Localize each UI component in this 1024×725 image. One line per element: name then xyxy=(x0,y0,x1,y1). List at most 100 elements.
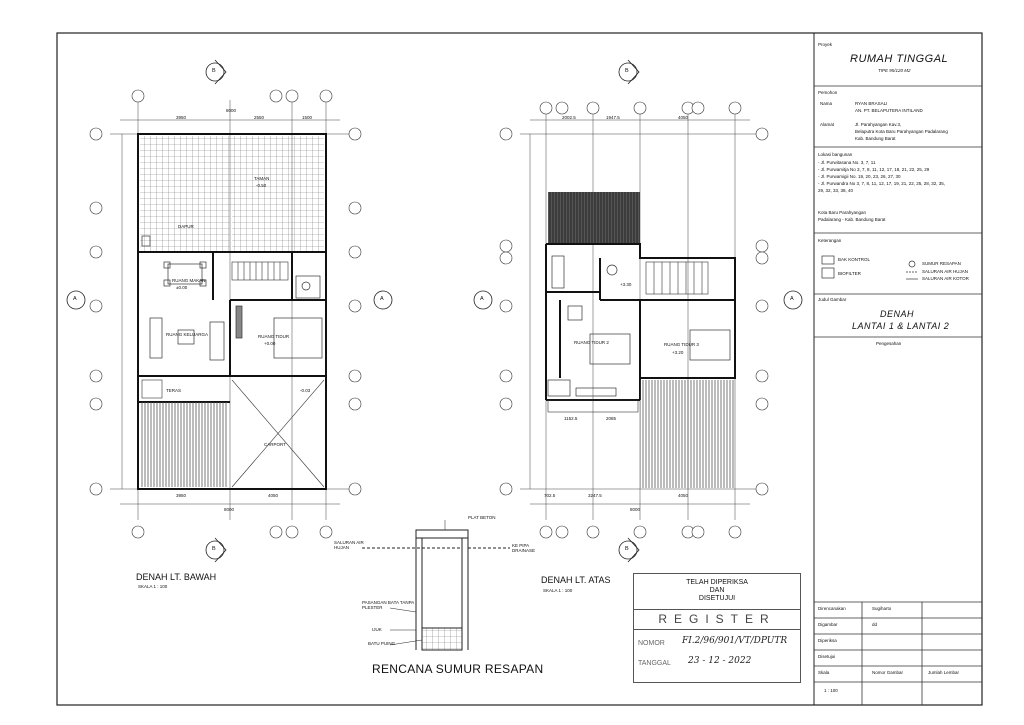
room-label: RUANG TIDUR 2 xyxy=(574,340,609,345)
skala-value: 1 : 100 xyxy=(824,688,838,693)
level-mark: +3.30 xyxy=(620,282,632,287)
lokasi-line: - Jl. Purwandra No 3, 7, 8, 11, 12, 17, … xyxy=(818,181,945,186)
proyek-label: Proyek xyxy=(818,42,833,47)
plan-2-dim-bottom: 4050 xyxy=(678,493,689,498)
stamp-line-3: DISETUJUI xyxy=(698,595,736,602)
well-section xyxy=(362,520,510,651)
judul-label: Judul Gambar xyxy=(818,297,847,302)
digambar-value: dd xyxy=(872,622,878,627)
plan-1-title: DENAH LT. BAWAH xyxy=(136,572,217,582)
plan-2-dim-mid: 2085 xyxy=(606,416,617,421)
legend-item: SALURAN AIR KOTOR xyxy=(922,276,969,281)
plan-1-dim-top: 1500 xyxy=(302,115,313,120)
lokasi-label: Lokasi bangunan xyxy=(818,152,853,157)
lokasi-line: - Jl. Purwamigii No. 19, 20, 23, 26, 27,… xyxy=(818,174,901,179)
plan-1-scale: SKALA 1 : 100 xyxy=(138,584,168,589)
section-mark: B xyxy=(212,68,216,74)
stamp-tanggal-label: TANGGAL xyxy=(638,660,671,667)
plan-1-dim-top: 2550 xyxy=(254,115,265,120)
legend-item: SUMUR RESAPAN xyxy=(922,261,961,266)
plan-2-dim-bottom: 3247.5 xyxy=(588,493,602,498)
alamat-value-2: Belaputra Kota Baru Parahyangan Padalara… xyxy=(855,129,948,134)
plan-2-title: DENAH LT. ATAS xyxy=(541,575,611,585)
pengesahan-label: Pengesahan xyxy=(876,341,902,346)
saluran-callout: SALURAN AIR HUJAN xyxy=(334,540,364,550)
drawing-subtitle: LANTAI 1 & LANTAI 2 xyxy=(852,321,950,331)
plan-1-dim-total: 8000 xyxy=(226,108,237,113)
section-mark: A xyxy=(480,296,484,302)
room-label: CARPORT xyxy=(264,442,286,447)
level-mark: +3.20 xyxy=(672,350,684,355)
section-mark: A xyxy=(73,296,77,302)
title-block-rules xyxy=(814,85,982,705)
plan-1-dim-bottom: 3950 xyxy=(176,493,187,498)
nama-value-2: AN. PT. BELAPUTERA INTILAND xyxy=(855,108,923,113)
section-title: RENCANA SUMUR RESAPAN xyxy=(372,662,544,676)
drawing-title: DENAH xyxy=(880,309,915,319)
plan-2-dim-mid: 1152.5 xyxy=(564,416,578,421)
digambar-label: Digambar xyxy=(818,622,838,627)
legend-item: BIOFILTER xyxy=(838,271,861,276)
plan-1-dim-top: 3950 xyxy=(176,115,187,120)
legend-item: BAK KONTROL xyxy=(838,257,871,262)
room-label: TAMAN xyxy=(254,176,270,181)
room-label: TERAS xyxy=(166,388,182,393)
disetujui-label: Disetujui xyxy=(818,654,836,659)
sheet-border xyxy=(56,32,983,706)
stamp-nomor-value: FI.2/96/901/VT/DPUTR xyxy=(682,636,788,646)
project-type: TIPE 95/120 M2 xyxy=(878,68,911,73)
plan-2-dim-top: 1947.5 xyxy=(606,115,620,120)
plan-2-dim-total: 8000 xyxy=(630,507,641,512)
level-mark: -0.50 xyxy=(256,183,267,188)
room-label: DAPUR xyxy=(178,224,194,229)
skala-label: Skala xyxy=(818,670,830,675)
section-mark: B xyxy=(212,546,216,552)
section-label-ijuk: IJUK xyxy=(372,627,382,632)
jumlah-lembar-label: Jumlah Lembar xyxy=(928,670,960,675)
project-title: RUMAH TINGGAL xyxy=(850,53,949,65)
nama-value: RYAN BRASALI xyxy=(855,101,888,106)
stamp-line-1: TELAH DIPERIKSA xyxy=(686,579,748,586)
room-label: RUANG MAKAN xyxy=(172,278,206,283)
plan-2-dim-top: 4050 xyxy=(678,115,689,120)
diperiksa-label: Diperiksa xyxy=(818,638,837,643)
room-label: RUANG KELUARGA xyxy=(166,332,209,337)
level-mark: ±0.00 xyxy=(176,285,188,290)
section-mark: A xyxy=(380,296,384,302)
lokasi-line: - Jl. Purwitasana No. 3, 7, 11 xyxy=(818,160,876,165)
legend-item: SALURAN AIR HUJAN xyxy=(922,269,969,274)
lokasi-line: - Jl. Purwamitja No 3, 7, 8, 11, 12, 17,… xyxy=(818,167,930,172)
section-label-batu: BATU PUING xyxy=(368,641,396,646)
plan-ground-floor xyxy=(110,100,350,520)
plan-2-scale: SKALA 1 : 100 xyxy=(543,588,573,593)
stamp-header: TELAH DIPERIKSA DAN DISETUJUI xyxy=(634,574,800,610)
plan-1-dim-bottom: 4050 xyxy=(268,493,279,498)
nama-label: Nama xyxy=(820,101,833,106)
stamp-nomor-label: NOMOR xyxy=(638,640,665,647)
pemohon-label: Pemohon xyxy=(818,90,838,95)
section-mark: B xyxy=(625,68,629,74)
kota-line: Padalarang - Kab. Bandung Barat xyxy=(818,217,886,222)
section-label-plat: PLAT BETON xyxy=(468,515,496,520)
room-label: RUANG TIDUR xyxy=(258,334,290,339)
plan-1-dim-total: 8000 xyxy=(224,507,235,512)
room-label: RUANG TIDUR 3 xyxy=(664,342,699,347)
alamat-value-3: Kab. Bandung Barat xyxy=(855,136,896,141)
section-label-pasangan: PASANGAN BATA TANPA PLESTER xyxy=(362,600,415,610)
direncanakan-value: Sugiharto xyxy=(872,606,892,611)
plan-2-dim-bottom: 702.5 xyxy=(544,493,556,498)
level-mark: -0.03 xyxy=(300,388,311,393)
grid-bubbles xyxy=(89,89,769,539)
nomor-gambar-label: Nomor Gambar xyxy=(872,670,904,675)
stamp-tanggal-value: 23 - 12 - 2022 xyxy=(688,656,752,666)
lokasi-line: 29, 32, 33, 38, 40 xyxy=(818,188,854,193)
alamat-value: Jl. Parahyangan Kav.3, xyxy=(855,122,902,127)
plan-2-dim-top: 2002.5 xyxy=(562,115,576,120)
level-mark: +0.00 xyxy=(264,341,276,346)
section-mark: B xyxy=(625,546,629,552)
section-label-pipa: KE PIPA DRAINASE xyxy=(512,543,536,553)
approval-stamp: TELAH DIPERIKSA DAN DISETUJUI REGISTER N… xyxy=(633,573,801,683)
stamp-line-2: DAN xyxy=(709,587,725,594)
